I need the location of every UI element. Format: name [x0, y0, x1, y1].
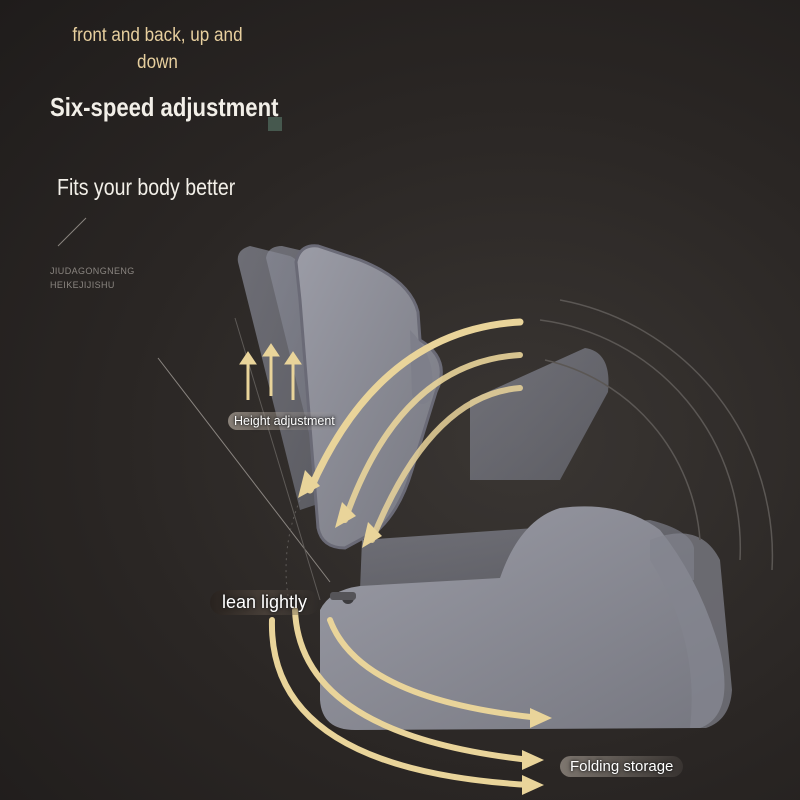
lumbar-support — [410, 330, 433, 404]
folding-arrows — [268, 607, 543, 788]
callout-height-adjustment: Height adjustment — [228, 412, 341, 430]
headline-top-line: front and back, up and down — [72, 25, 243, 73]
deco-line-long — [157, 357, 331, 583]
bolster-ghost — [650, 533, 732, 728]
small-caption-line1: JIUDAGONGNENG — [50, 266, 135, 276]
motion-arcs — [539, 299, 774, 571]
hinge-bracket — [330, 592, 356, 600]
deco-line — [57, 217, 87, 247]
headline-sub: Fits your body better — [57, 174, 236, 200]
small-caption: JIUDAGONGNENG HEIKEJIJISHU — [50, 264, 135, 292]
accent-square — [268, 117, 282, 131]
recline-arrowheads — [298, 470, 382, 548]
folding-arrowheads — [522, 708, 552, 795]
height-arrows — [239, 343, 302, 400]
headline-main: Six-speed adjustment — [50, 92, 279, 122]
small-caption-line2: HEIKEJIJISHU — [50, 280, 115, 290]
angle-arc — [285, 499, 301, 597]
callout-lean-lightly: lean lightly — [210, 590, 320, 615]
base-cushion — [320, 506, 725, 730]
backrest-ghost-1 — [237, 246, 330, 510]
reclined-backrest-ghost — [470, 348, 609, 480]
recline-arrows — [306, 318, 524, 543]
callout-folding-storage: Folding storage — [560, 756, 684, 777]
